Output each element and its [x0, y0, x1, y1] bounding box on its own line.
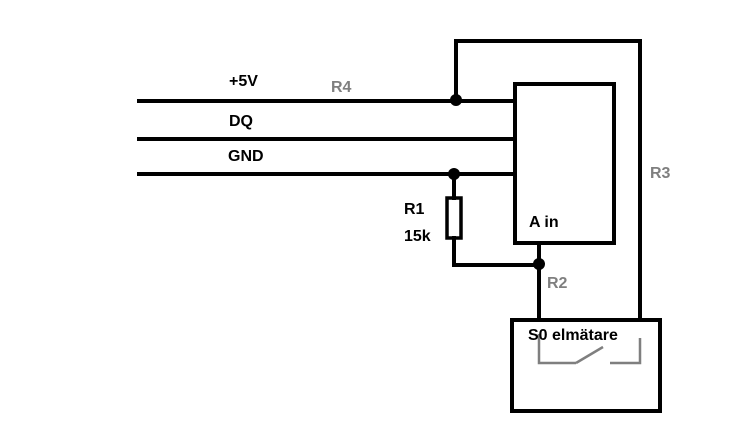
r1-label: R1: [404, 201, 425, 218]
switch-right-wire: [610, 338, 642, 365]
gnd-junction-node: [448, 168, 460, 180]
dq-label: DQ: [229, 113, 253, 130]
r1-value-label: 15k: [404, 228, 431, 245]
r4-label: R4: [331, 79, 352, 96]
plus5v-label: +5V: [229, 73, 258, 90]
ain-junction-node: [533, 258, 545, 270]
meter-label: S0 elmätare: [528, 327, 618, 344]
r1-to-ain-wire: [452, 236, 541, 267]
r3-label: R3: [650, 165, 671, 182]
adc-input-label: A in: [529, 214, 559, 231]
plus5v-junction-node: [450, 94, 462, 106]
r1-resistor: [445, 196, 463, 240]
switch-contact: [575, 345, 604, 365]
gnd-label: GND: [228, 148, 264, 165]
controller-box: [513, 82, 616, 245]
meter-box: [510, 318, 662, 413]
r4-r3-loop-wire: [454, 39, 642, 322]
switch-left-wire: [537, 334, 576, 365]
r2-label: R2: [547, 275, 568, 292]
